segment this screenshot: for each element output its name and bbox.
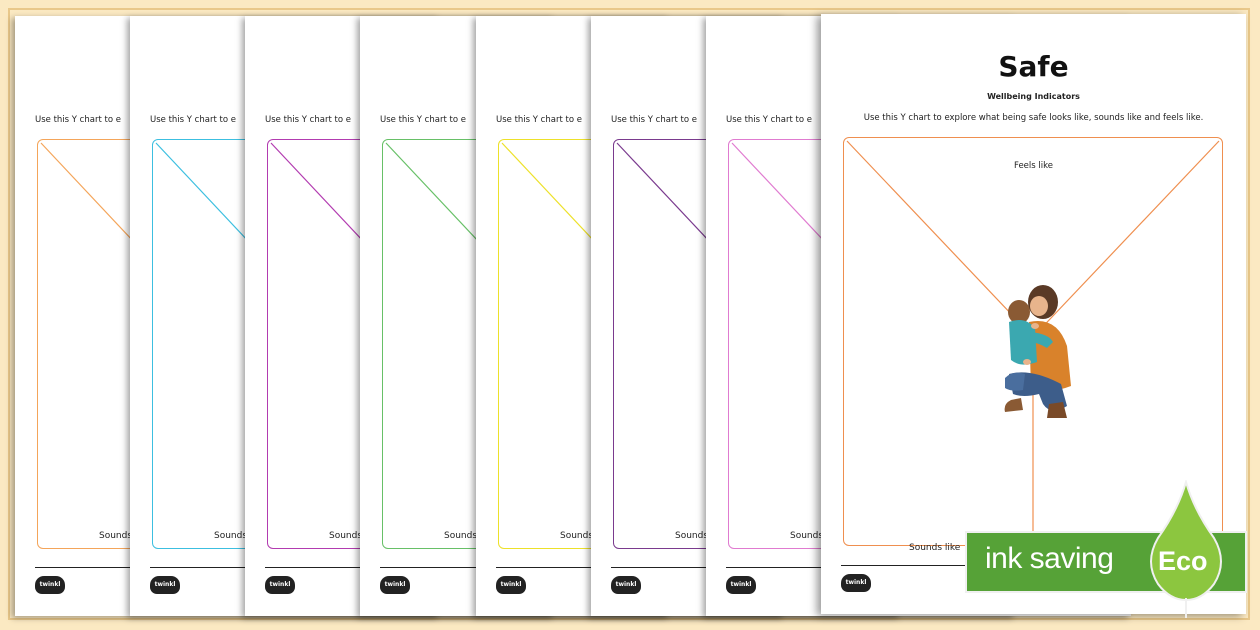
- twinkl-logo: twinkl: [496, 576, 526, 594]
- adult-hugging-child-illustration: [1004, 285, 1071, 418]
- leaf-drop-icon: [1150, 480, 1222, 618]
- sounds-like-label: Sounds like: [909, 543, 961, 553]
- sounds-like-label: Sounds: [560, 531, 594, 541]
- eco-drop: Eco: [1148, 480, 1224, 620]
- twinkl-logo: twinkl: [726, 576, 756, 594]
- feels-like-label: Feels like: [1014, 161, 1053, 171]
- page-title: Safe: [998, 50, 1069, 83]
- instruction-text: Use this Y chart to e: [726, 115, 812, 125]
- instruction-text: Use this Y chart to e: [35, 115, 121, 125]
- eco-label: Eco: [1158, 546, 1208, 576]
- sounds-like-label: Sounds: [214, 531, 248, 541]
- instruction-text: Use this Y chart to e: [265, 115, 351, 125]
- sounds-like-label: Sounds: [99, 531, 133, 541]
- twinkl-logo: twinkl: [611, 576, 641, 594]
- twinkl-logo: twinkl: [380, 576, 410, 594]
- sounds-like-label: Sounds: [790, 531, 824, 541]
- sounds-like-label: Sounds: [444, 531, 478, 541]
- twinkl-logo: twinkl: [35, 576, 65, 594]
- sounds-like-label: Sounds: [329, 531, 363, 541]
- background-frame: [8, 8, 1250, 620]
- sounds-like-label: Sounds: [675, 531, 709, 541]
- instruction-text: Use this Y chart to explore what being s…: [863, 113, 1204, 123]
- instruction-text: Use this Y chart to e: [380, 115, 466, 125]
- twinkl-logo: twinkl: [150, 576, 180, 594]
- page-subtitle: Wellbeing Indicators: [987, 92, 1080, 101]
- twinkl-logo: twinkl: [265, 576, 295, 594]
- instruction-text: Use this Y chart to e: [496, 115, 582, 125]
- ink-saving-text: ink saving: [985, 542, 1114, 575]
- instruction-text: Use this Y chart to e: [150, 115, 236, 125]
- instruction-text: Use this Y chart to e: [611, 115, 697, 125]
- twinkl-logo: twinkl: [841, 574, 871, 592]
